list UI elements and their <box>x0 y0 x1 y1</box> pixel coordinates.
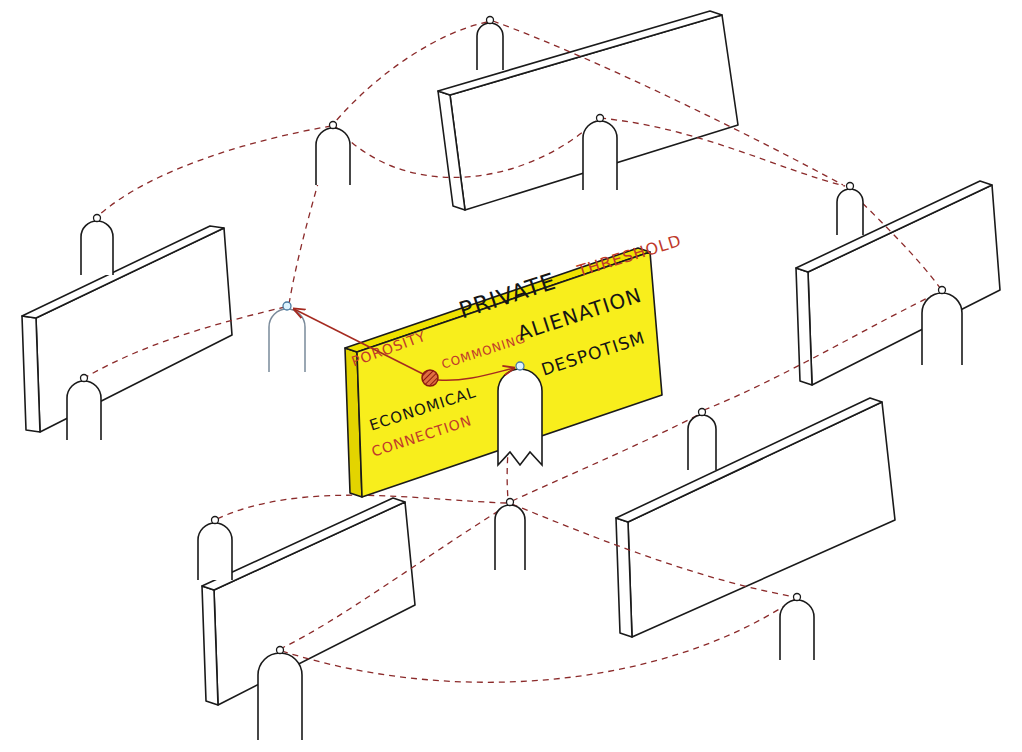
wall-side <box>202 586 218 705</box>
ghost-person-figure <box>269 309 305 372</box>
panel-outline <box>335 240 670 505</box>
person-head <box>699 409 706 416</box>
person-head <box>794 594 801 601</box>
dashed-path <box>217 495 506 519</box>
person-figure <box>258 653 302 740</box>
person-head <box>277 647 284 654</box>
person-figure <box>837 189 863 235</box>
person-figure <box>780 600 814 660</box>
person-figure <box>198 523 232 580</box>
person-figure <box>583 121 617 190</box>
wall-top <box>438 11 722 95</box>
dashed-path <box>99 126 331 215</box>
dashed-path <box>600 118 845 186</box>
person-head <box>81 375 88 382</box>
person-head <box>330 122 337 129</box>
wall-top <box>22 226 224 318</box>
dashed-path <box>335 22 487 122</box>
dashed-path <box>704 292 940 410</box>
wall-side <box>22 316 40 432</box>
dashed-path <box>336 121 596 177</box>
person-head <box>597 115 604 122</box>
panel-face <box>357 252 662 497</box>
person-figure <box>498 369 542 465</box>
wall-side <box>796 268 812 385</box>
wall-face <box>36 228 232 432</box>
person-figure <box>688 415 716 470</box>
person-head <box>283 302 291 310</box>
wall-top <box>616 398 882 522</box>
person-figure <box>495 505 525 570</box>
dashed-path <box>493 21 843 185</box>
text-panel: POROSITYPRIVATETHRESHOLDCOMMONINGALIENAT… <box>335 240 670 505</box>
wall-side <box>616 518 632 637</box>
wall-face <box>808 185 1000 385</box>
wall-face <box>628 402 895 637</box>
person-head <box>939 287 946 294</box>
dashed-path <box>507 370 520 499</box>
person-figure <box>316 128 350 185</box>
wall-top <box>796 181 992 272</box>
person-figure <box>477 23 503 70</box>
person-figure <box>922 293 962 365</box>
person-figure <box>81 221 113 275</box>
wall-face <box>214 502 415 705</box>
dashed-path <box>512 504 795 597</box>
person-head <box>516 362 524 370</box>
person-head <box>212 517 219 524</box>
person-head <box>487 17 494 24</box>
dashed-path <box>282 599 795 682</box>
wall-face <box>450 15 738 210</box>
person-figure <box>67 381 101 440</box>
red-arrow <box>294 309 423 374</box>
person-head <box>847 183 854 190</box>
dashed-path <box>86 307 285 377</box>
person-head <box>94 215 101 222</box>
hatched-circle <box>422 370 438 386</box>
person-head <box>507 499 514 506</box>
wall-side <box>438 91 465 210</box>
dashed-path <box>282 505 508 648</box>
red-arrow <box>438 368 514 380</box>
